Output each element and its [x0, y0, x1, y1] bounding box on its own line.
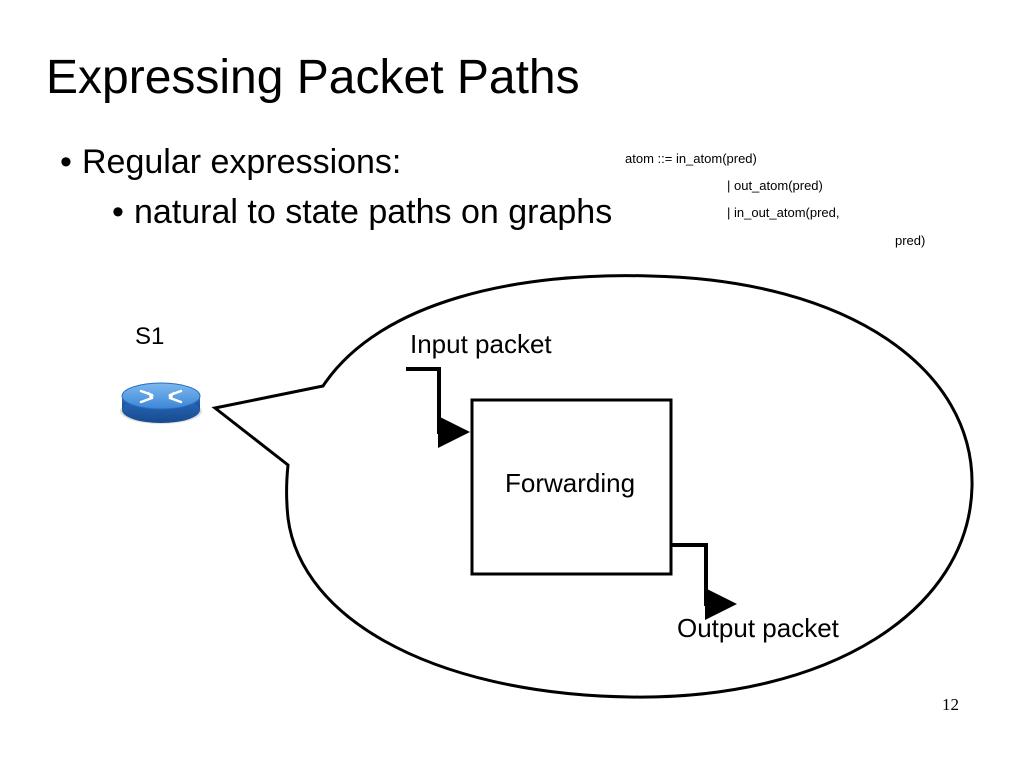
bullet-dot-icon: •	[112, 193, 124, 231]
grammar-line-2: | out_atom(pred)	[727, 178, 823, 193]
bullet-natural-paths: • natural to state paths on graphs	[112, 193, 612, 232]
bullet-text: natural to state paths on graphs	[134, 193, 613, 231]
output-arrow	[671, 543, 737, 620]
input-packet-label: Input packet	[410, 329, 552, 359]
bullet-dot-icon: •	[60, 143, 72, 181]
bullet-regular-expressions: • Regular expressions:	[60, 143, 401, 182]
input-arrow	[406, 367, 470, 448]
router-icon	[120, 382, 202, 424]
page-number: 12	[942, 695, 959, 714]
switch-label: S1	[135, 323, 165, 350]
forwarding-box	[470, 398, 673, 576]
slide-title: Expressing Packet Paths	[46, 51, 580, 104]
forwarding-label: Forwarding	[505, 468, 636, 498]
grammar-line-4: pred)	[895, 233, 926, 248]
output-packet-label: Output packet	[677, 613, 839, 643]
grammar-line-3: | in_out_atom(pred,	[727, 205, 840, 220]
speech-bubble	[211, 274, 974, 699]
grammar-line-1: atom ::= in_atom(pred)	[625, 151, 757, 166]
bullet-text: Regular expressions:	[82, 143, 402, 181]
